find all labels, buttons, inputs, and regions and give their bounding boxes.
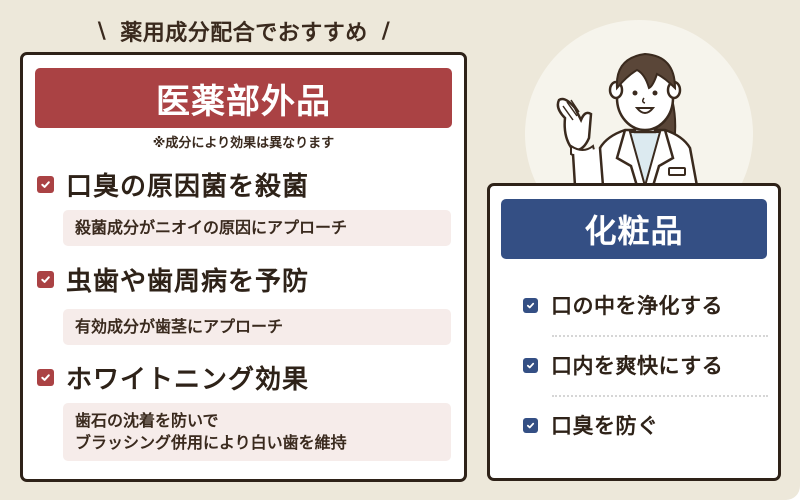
headline-right-mark: /	[381, 18, 391, 44]
item-description: 有効成分が歯茎にアプローチ	[63, 309, 451, 345]
checkbox-checked-icon	[37, 270, 54, 288]
item-title: ホワイトニング効果	[66, 364, 310, 395]
item-title: 口の中を浄化する	[551, 294, 723, 318]
item-description-line: 歯石の沈着を防いで	[75, 411, 219, 430]
quasi-drug-item: ホワイトニング効果	[37, 360, 310, 395]
cosmetics-banner: 化粧品	[501, 199, 767, 259]
item-title: 虫歯や歯周病を予防	[66, 266, 310, 297]
headline-left-mark: \	[97, 18, 107, 44]
quasi-drug-note: ※成分により効果は異なります	[152, 136, 335, 151]
item-title: 口臭の原因菌を殺菌	[66, 171, 310, 202]
quasi-drug-item: 虫歯や歯周病を予防	[37, 262, 310, 297]
headline-text: 薬用成分配合でおすすめ	[120, 21, 368, 46]
checkbox-checked-icon	[523, 357, 538, 373]
dotted-divider	[552, 395, 768, 397]
quasi-drug-item: 口臭の原因菌を殺菌	[37, 167, 310, 202]
item-description-line: ブラッシング併用により白い歯を維持	[75, 433, 347, 452]
item-description: 歯石の沈着を防いで ブラッシング併用により白い歯を維持	[63, 403, 451, 461]
dotted-divider	[552, 335, 768, 337]
checkbox-checked-icon	[523, 297, 538, 313]
cosmetics-item: 口臭を防ぐ	[523, 408, 763, 442]
pharmacist-illustration-icon	[556, 52, 699, 186]
checkbox-checked-icon	[37, 368, 54, 386]
checkbox-checked-icon	[523, 417, 538, 433]
cosmetics-item: 口の中を浄化する	[523, 288, 763, 322]
item-title: 口臭を防ぐ	[551, 414, 659, 438]
cosmetics-card: 化粧品 口の中を浄化する 口内を爽快にする 口臭を防ぐ	[487, 183, 781, 481]
checkbox-checked-icon	[37, 175, 54, 193]
item-title: 口内を爽快にする	[551, 354, 724, 378]
item-description: 殺菌成分がニオイの原因にアプローチ	[63, 210, 451, 246]
quasi-drug-card: 医薬部外品 ※成分により効果は異なります 口臭の原因菌を殺菌 殺菌成分がニオイの…	[20, 52, 467, 482]
cosmetics-item: 口内を爽快にする	[523, 348, 763, 382]
headline: \ 薬用成分配合でおすすめ /	[48, 14, 440, 48]
quasi-drug-banner: 医薬部外品	[35, 68, 452, 128]
